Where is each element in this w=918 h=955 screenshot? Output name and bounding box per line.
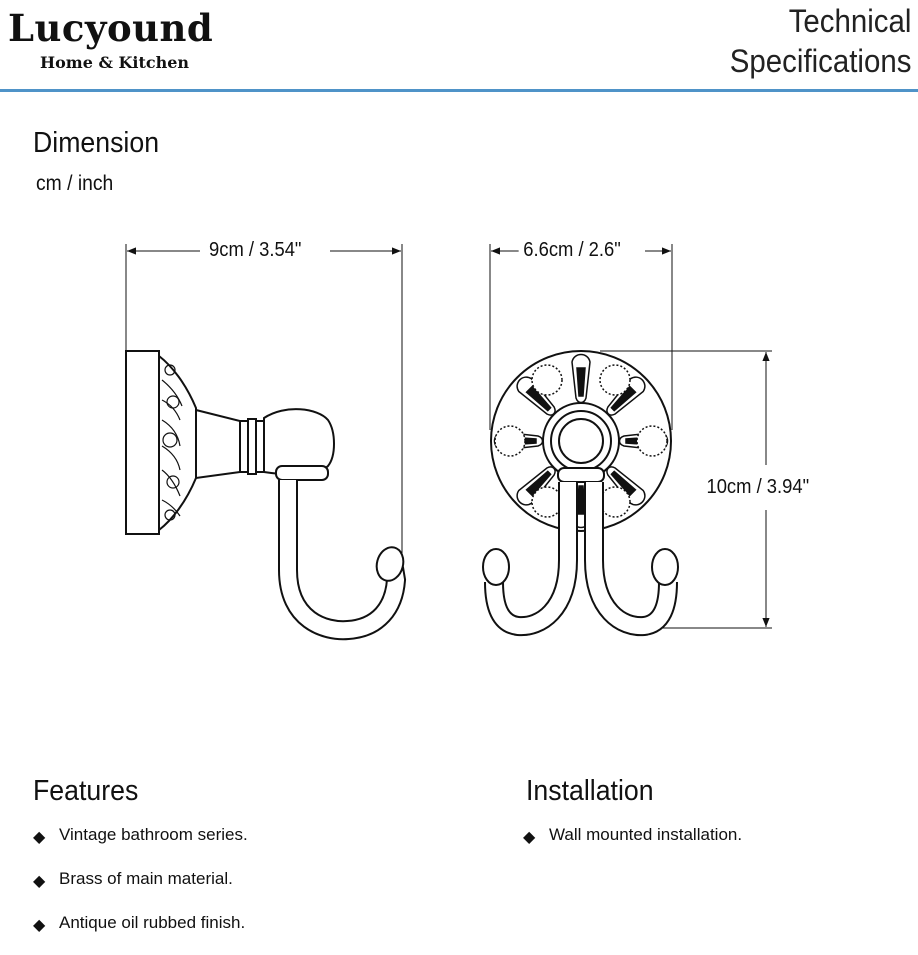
hook-side-view <box>125 350 407 641</box>
diamond-bullet-icon: ◆ <box>33 873 46 890</box>
installation-heading: Installation <box>526 775 654 807</box>
list-item: ◆Vintage bathroom series. <box>33 823 248 867</box>
page-title: Technical Specifications <box>729 1 911 81</box>
features-heading: Features <box>33 775 139 807</box>
dimension-units: cm / inch <box>36 172 114 195</box>
page-title-line2: Specifications <box>729 43 911 79</box>
list-item: ◆Antique oil rubbed finish. <box>33 911 248 955</box>
front-width-dimension <box>489 244 673 430</box>
hook-front-view <box>482 350 679 637</box>
diamond-bullet-icon: ◆ <box>33 917 46 934</box>
side-width-dimension <box>125 244 403 560</box>
dimension-heading: Dimension <box>33 127 160 159</box>
list-item: ◆Brass of main material. <box>33 867 248 911</box>
technical-drawing <box>125 244 772 641</box>
header-divider <box>0 89 918 92</box>
brand-tagline: Home & Kitchen <box>40 53 190 72</box>
list-item: ◆Wall mounted installation. <box>523 823 742 867</box>
features-list: ◆Vintage bathroom series. ◆Brass of main… <box>33 823 248 955</box>
page-title-line1: Technical <box>788 3 911 39</box>
front-width-label: 6.6cm / 2.6" <box>518 239 626 262</box>
brand-logo: Lucyound <box>8 6 214 50</box>
height-label: 10cm / 3.94" <box>701 476 814 499</box>
installation-list: ◆Wall mounted installation. <box>523 823 742 867</box>
diamond-bullet-icon: ◆ <box>523 829 536 846</box>
height-dimension <box>600 350 772 629</box>
diamond-bullet-icon: ◆ <box>33 829 46 846</box>
side-width-label: 9cm / 3.54" <box>204 239 307 262</box>
